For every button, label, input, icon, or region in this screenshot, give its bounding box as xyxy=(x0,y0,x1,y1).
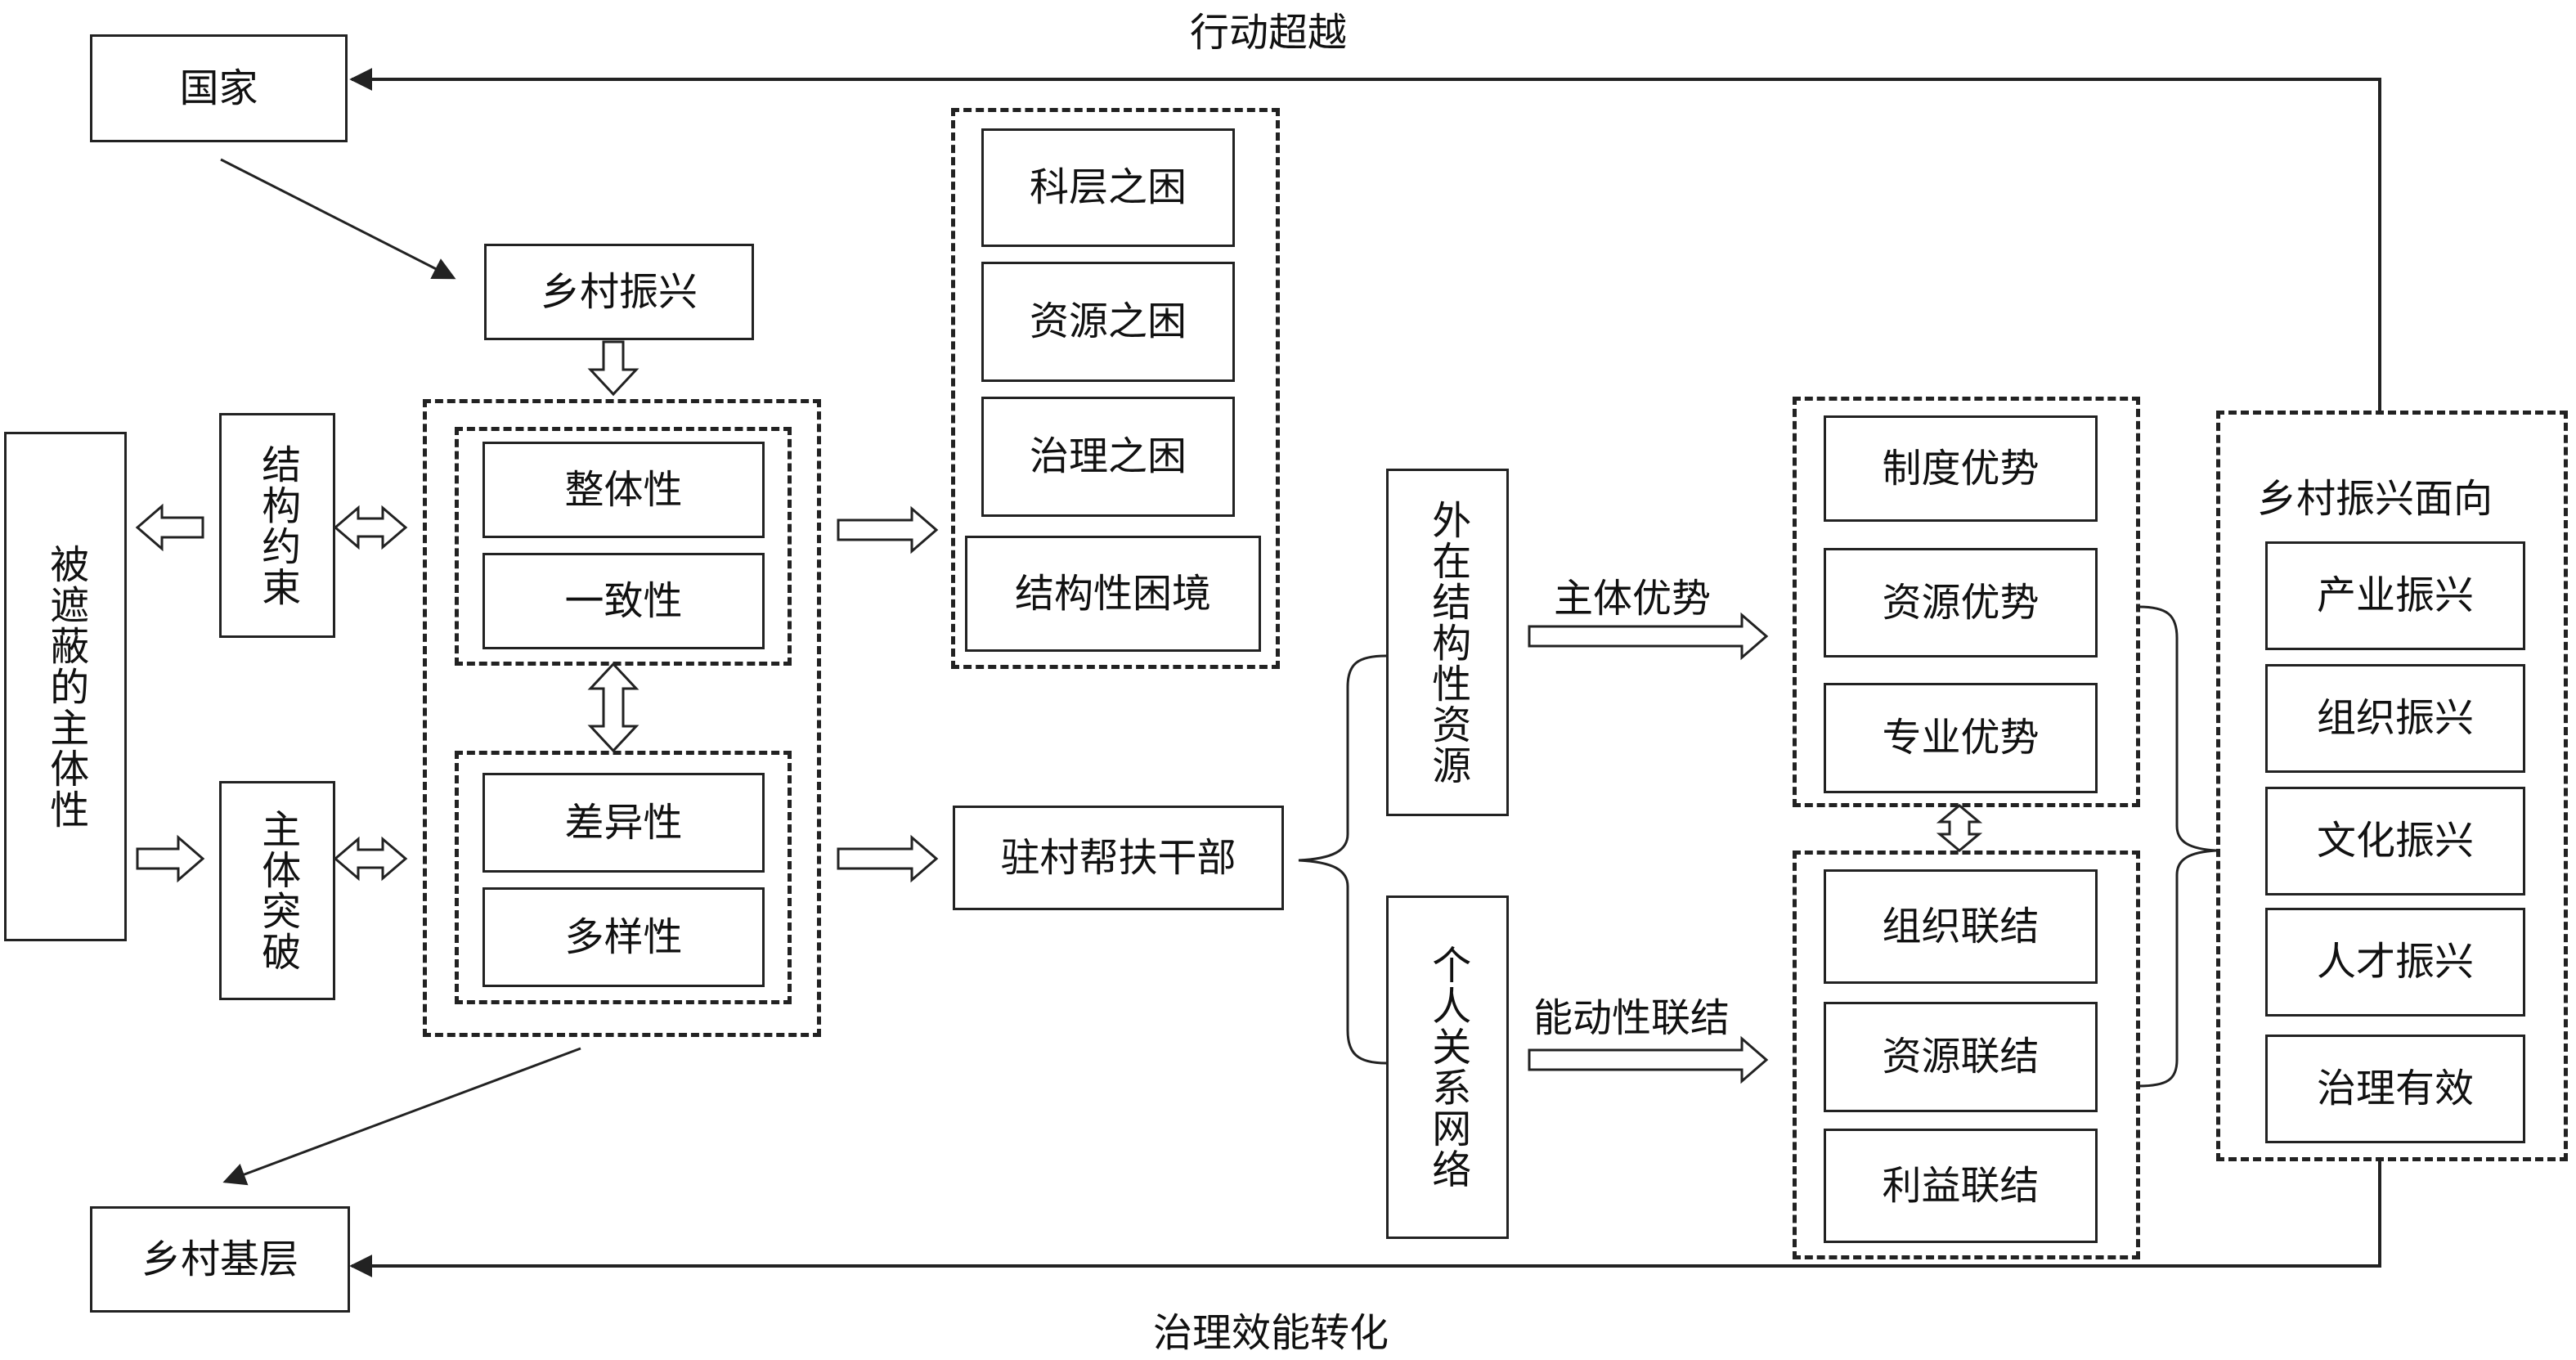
dashed-group-linkages xyxy=(1793,851,2140,1259)
difference-node: 差异性 xyxy=(482,773,765,873)
hollow-arrow-down xyxy=(587,340,640,397)
resource-advantage-node: 资源优势 xyxy=(1824,548,2098,658)
action-transcend-loop xyxy=(349,68,2381,411)
governance-transform-label: 治理效能转化 xyxy=(1153,1310,1389,1356)
structural-dilemma-node: 结构性困境 xyxy=(965,536,1261,652)
diversity-node: 多样性 xyxy=(482,887,765,987)
external-resource-node: 外在结构性资源 xyxy=(1386,469,1509,816)
obscured-subjectivity-node: 被遮蔽的主体性 xyxy=(4,432,127,941)
personal-network-node: 个人关系网络 xyxy=(1386,895,1509,1239)
state-to-rural-arrow xyxy=(220,158,456,280)
hollow-arrow-to-dilemma xyxy=(837,505,939,554)
hollow-arrow-bidir-lower xyxy=(333,836,408,882)
action-transcend-label: 行动超越 xyxy=(1190,10,1348,56)
governance-transform-loop xyxy=(349,1161,2381,1277)
hollow-arrow-right-lower xyxy=(136,834,205,883)
resource-dilemma-node: 资源之困 xyxy=(981,262,1235,382)
dashed-group-diversity xyxy=(455,751,792,1004)
orientation-title: 乡村振兴面向 xyxy=(2257,476,2493,522)
hollow-arrow-agency-linkage xyxy=(1528,1035,1769,1084)
effective-governance-node: 治理有效 xyxy=(2265,1035,2525,1143)
institutional-advantage-node: 制度优势 xyxy=(1824,415,2098,522)
culture-revitalization-node: 文化振兴 xyxy=(2265,787,2525,895)
hollow-arrow-left xyxy=(135,503,204,552)
village-cadre-node: 驻村帮扶干部 xyxy=(953,806,1284,910)
hollow-arrow-updown-right xyxy=(1936,804,1983,852)
to-rural-grassroots-arrow xyxy=(222,1047,581,1186)
hollow-arrow-to-cadre xyxy=(837,834,939,883)
interest-linkage-node: 利益联结 xyxy=(1824,1129,2098,1243)
dashed-group-orientation xyxy=(2216,411,2568,1161)
governance-dilemma-node: 治理之困 xyxy=(981,397,1235,517)
rural-revitalization-node: 乡村振兴 xyxy=(484,244,754,340)
agency-linkage-label: 能动性联结 xyxy=(1533,995,1730,1041)
hollow-arrow-bidir-upper xyxy=(333,505,408,550)
rural-grassroots-node: 乡村基层 xyxy=(90,1206,350,1313)
subject-breakthrough-node: 主体突破 xyxy=(219,781,335,1000)
professional-advantage-node: 专业优势 xyxy=(1824,683,2098,793)
subject-advantage-label: 主体优势 xyxy=(1554,576,1712,622)
hollow-arrow-subject-advantage xyxy=(1528,612,1769,661)
organization-revitalization-node: 组织振兴 xyxy=(2265,664,2525,773)
structural-constraint-node: 结构约束 xyxy=(219,413,335,638)
dashed-group-consistency xyxy=(455,427,792,666)
talent-revitalization-node: 人才振兴 xyxy=(2265,908,2525,1017)
organization-linkage-node: 组织联结 xyxy=(1824,869,2098,984)
bureaucracy-dilemma-node: 科层之困 xyxy=(981,128,1235,247)
consistency-node: 一致性 xyxy=(482,553,765,649)
right-brace xyxy=(2138,605,2217,1088)
dashed-group-center xyxy=(423,399,821,1037)
dashed-group-advantages xyxy=(1793,397,2140,807)
dashed-group-dilemmas xyxy=(951,108,1280,669)
cadre-brace xyxy=(1298,654,1387,1065)
industry-revitalization-node: 产业振兴 xyxy=(2265,541,2525,650)
integrity-node: 整体性 xyxy=(482,442,765,538)
state-node: 国家 xyxy=(90,34,348,142)
resource-linkage-node: 资源联结 xyxy=(1824,1002,2098,1112)
